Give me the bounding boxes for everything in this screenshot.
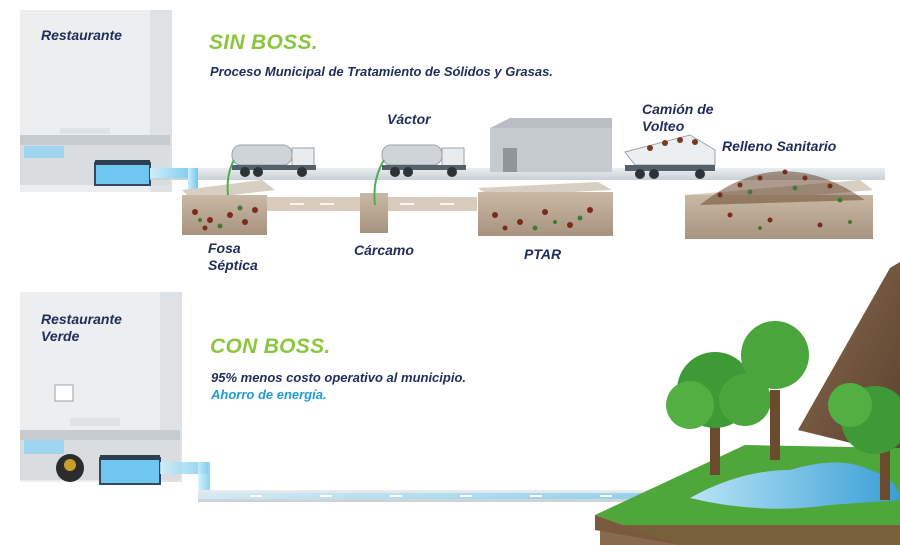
benefit-energy: Ahorro de energía.	[211, 387, 327, 402]
bottom-restaurant-building	[20, 292, 182, 482]
flow-arrows-top	[290, 203, 454, 205]
bottom-restaurant-label: Restaurante Verde	[41, 311, 122, 344]
boss-unit	[56, 454, 84, 482]
bottom-pipe	[160, 462, 698, 502]
vactor-truck-2	[373, 144, 466, 206]
lake	[690, 462, 900, 509]
dump-truck	[624, 134, 716, 179]
bottom-grease-trap	[99, 455, 161, 485]
bottom-heading: CON BOSS.	[210, 335, 331, 358]
top-subheading: Proceso Municipal de Tratamiento de Sóli…	[210, 64, 553, 79]
pump-station-label: Cárcamo	[354, 242, 414, 258]
ptar-label: PTAR	[524, 246, 562, 262]
landfill	[685, 169, 873, 239]
top-grease-trap	[94, 160, 151, 186]
septic-tank-label: Fosa Séptica	[208, 240, 258, 273]
ptar-tank	[478, 182, 613, 236]
landfill-label: Relleno Sanitario	[722, 138, 837, 154]
benefit-cost: 95% menos costo operativo al municipio.	[211, 370, 467, 385]
ptar-building	[490, 118, 612, 172]
top-heading: SIN BOSS.	[209, 31, 318, 54]
top-restaurant-label: Restaurante	[41, 27, 122, 43]
vactor-label: Váctor	[387, 111, 431, 127]
vactor-truck-1	[226, 144, 316, 196]
dump-truck-label: Camión de Volteo	[642, 101, 714, 134]
trees	[666, 321, 900, 500]
